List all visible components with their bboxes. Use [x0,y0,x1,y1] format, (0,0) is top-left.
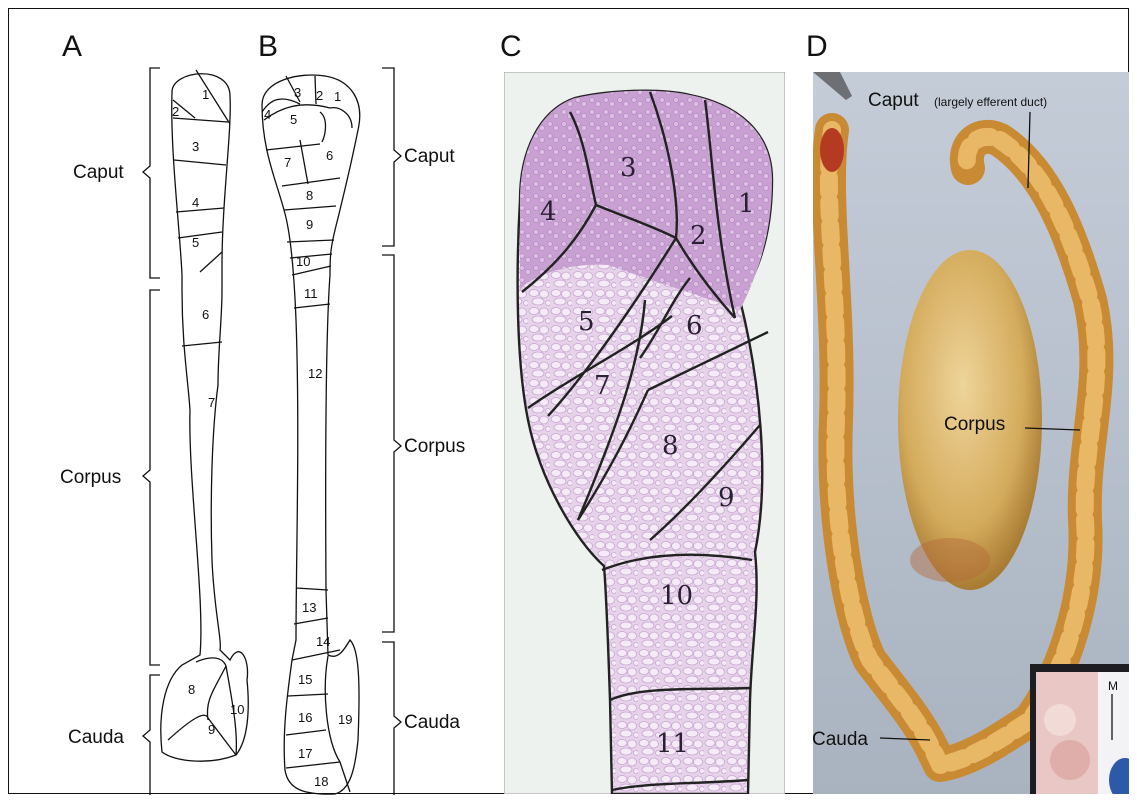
left-brackets [143,68,160,795]
a-seg-10: 10 [230,702,244,717]
c-seg-9: 9 [718,483,735,513]
panel-a-outline [161,70,248,761]
a-seg-5: 5 [192,235,199,250]
caput-label-right: Caput [404,146,455,167]
caput-label-left: Caput [73,162,124,183]
corpus-label-left: Corpus [60,467,121,488]
c-seg-1: 1 [738,189,755,219]
c-seg-2: 2 [690,221,707,251]
b-seg-7: 7 [284,155,291,170]
inset-marker: M [1108,679,1118,693]
c-seg-5: 5 [578,307,595,337]
photo-caput-label: Caput [868,90,919,111]
c-seg-8: 8 [662,431,679,461]
a-seg-4: 4 [192,195,199,210]
specimen-photo: M [813,72,1137,802]
b-seg-4: 4 [264,107,271,122]
b-seg-16: 16 [298,710,312,725]
b-seg-12: 12 [308,366,322,381]
b-seg-10: 10 [296,254,310,269]
c-seg-3: 3 [620,153,637,183]
a-seg-7: 7 [208,395,215,410]
c-seg-11: 11 [656,729,689,759]
photo-cauda-label: Cauda [812,729,868,750]
cauda-label-left: Cauda [68,727,124,748]
b-seg-18: 18 [314,774,328,789]
histology-section [504,72,785,794]
a-seg-8: 8 [188,682,195,697]
panel-label-b: B [258,30,278,63]
b-seg-1: 1 [334,89,341,104]
b-seg-8: 8 [306,188,313,203]
b-seg-9: 9 [306,217,313,232]
c-seg-10: 10 [660,581,693,611]
panel-a-segment-labels: 1 2 3 4 5 6 7 8 9 10 [172,87,244,737]
b-seg-15: 15 [298,672,312,687]
b-seg-5: 5 [290,112,297,127]
a-seg-9: 9 [208,722,215,737]
b-seg-3: 3 [294,85,301,100]
a-seg-6: 6 [202,307,209,322]
cauda-label-right: Cauda [404,712,460,733]
b-seg-17: 17 [298,746,312,761]
b-seg-13: 13 [302,600,316,615]
b-seg-19: 19 [338,712,352,727]
a-seg-3: 3 [192,139,199,154]
corpus-label-right: Corpus [404,436,465,457]
panel-label-c: C [500,30,522,63]
c-seg-6: 6 [686,311,703,341]
panel-label-a: A [62,30,82,63]
a-seg-1: 1 [202,87,209,102]
b-seg-6: 6 [326,148,333,163]
c-seg-7: 7 [594,371,611,401]
c-seg-4: 4 [540,197,557,227]
right-brackets [382,68,401,795]
b-seg-14: 14 [316,634,330,649]
panel-label-d: D [806,30,828,63]
b-seg-2: 2 [316,88,323,103]
photo-caput-note: (largely efferent duct) [934,95,1047,109]
b-seg-11: 11 [304,286,318,301]
a-seg-2: 2 [172,104,179,119]
photo-corpus-label: Corpus [944,414,1005,435]
panel-b-segment-labels: 1 2 3 4 5 6 7 8 9 10 11 12 13 14 15 16 1… [264,85,352,789]
